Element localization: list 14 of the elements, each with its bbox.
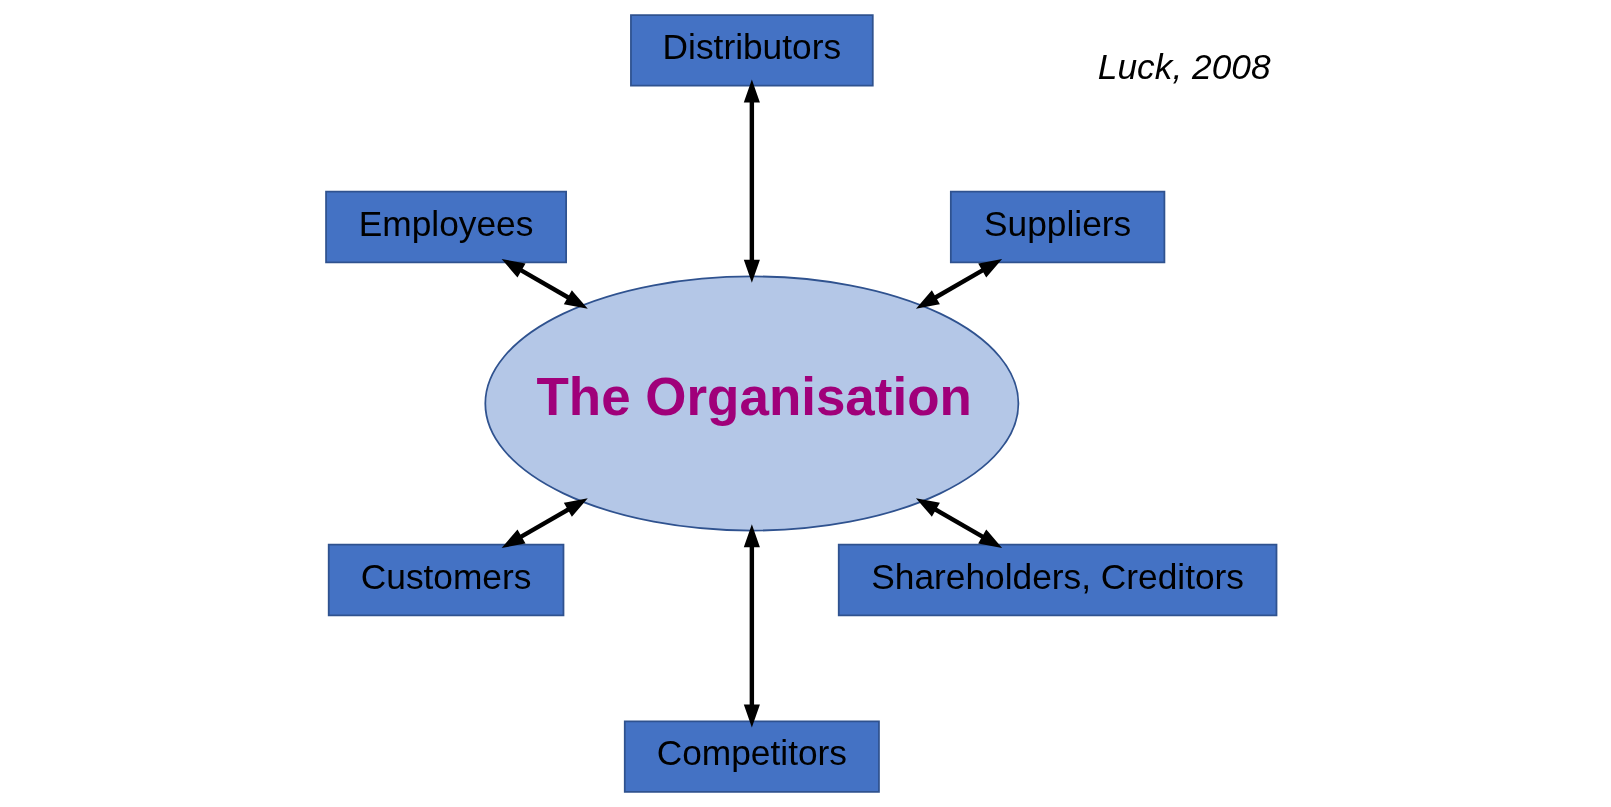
- node-ellipse: The Organisation: [484, 275, 1020, 532]
- arrow: [743, 79, 760, 283]
- node-box: Distributors: [630, 14, 874, 87]
- node-box: Competitors: [623, 720, 880, 793]
- node-box: Customers: [327, 543, 565, 617]
- arrow: [915, 259, 1003, 309]
- arrow: [915, 498, 1003, 548]
- node-box: Employees: [325, 190, 567, 264]
- arrow: [501, 498, 588, 548]
- node-box: Shareholders, Creditors: [837, 543, 1278, 617]
- label: Luck, 2008: [1097, 46, 1271, 86]
- node-box: Suppliers: [949, 190, 1166, 264]
- arrow: [501, 259, 588, 309]
- arrow: [743, 524, 760, 728]
